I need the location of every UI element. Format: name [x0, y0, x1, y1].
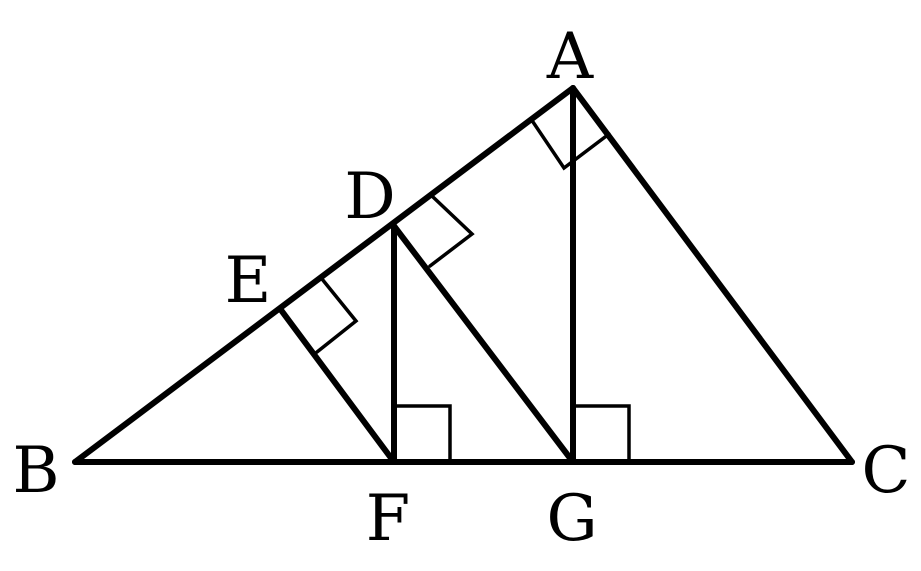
point-label-A: A — [546, 20, 594, 94]
right-angle-mark-F — [392, 404, 452, 464]
point-label-B: B — [12, 434, 59, 508]
point-label-C: C — [862, 434, 911, 508]
point-label-F: F — [366, 482, 410, 556]
segment-EF — [278, 307, 397, 465]
right-angle-mark-G — [571, 404, 631, 464]
segment-BA — [72, 85, 576, 465]
right-angle-mark-D — [428, 195, 475, 268]
point-label-G: G — [546, 482, 597, 556]
point-label-E: E — [225, 244, 272, 318]
segment-AC — [570, 85, 855, 465]
right-angle-mark-E — [315, 277, 359, 354]
point-label-D: D — [344, 160, 395, 234]
segment-DG — [391, 223, 576, 465]
right-angle-mark-A — [529, 117, 611, 171]
